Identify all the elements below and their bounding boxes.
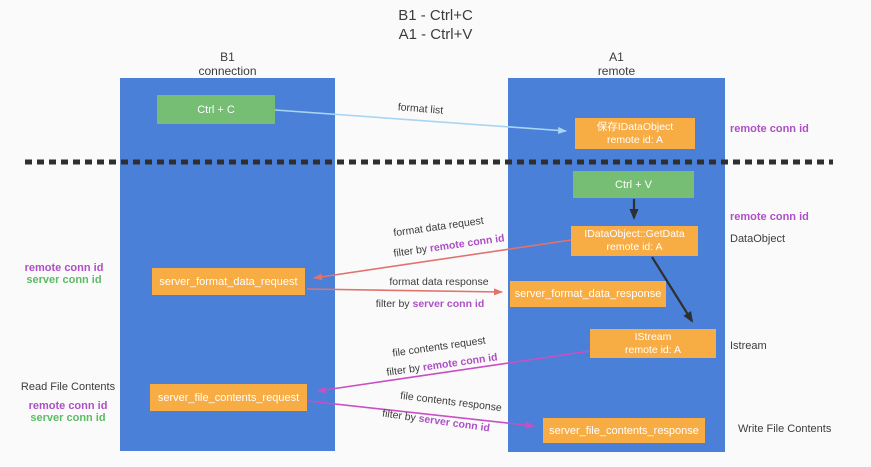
lane-right-name: A1 [609, 50, 624, 64]
title-line-1: B1 - Ctrl+C [398, 7, 473, 24]
label-left-remote-conn-id-bottom: remote conn id [28, 400, 108, 412]
node-server-file-contents-response: server_file_contents_response [543, 418, 705, 443]
node-save-idataobject: 保存IDataObject remote id: A [575, 118, 695, 149]
label-right-remote-conn-id-mid: remote conn id [730, 211, 809, 223]
label-left-remote-conn-id-top: remote conn id [24, 262, 104, 274]
lane-header-left: B1 connection [120, 50, 335, 78]
filter-prefix: filter by [375, 298, 413, 310]
node-server-file-contents-request: server_file_contents_request [150, 384, 307, 411]
node-istream-line1: IStream [634, 330, 672, 343]
node-save-idataobject-line1: 保存IDataObject [596, 120, 674, 133]
arrow-format-list [274, 109, 567, 134]
lane-left-name: B1 [220, 50, 235, 64]
arrow-file-contents-request [317, 350, 591, 394]
lane-right-role: remote [597, 64, 636, 78]
diagram-title: B1 - Ctrl+C A1 - Ctrl+V [0, 6, 871, 44]
node-ctrl-c: Ctrl + C [157, 95, 275, 124]
label-left-server-conn-id-bottom: server conn id [30, 412, 106, 424]
label-left-conn-ids-bottom: remote conn id server conn id [14, 400, 122, 424]
label-dataobject: DataObject [730, 233, 786, 245]
label-right-remote-conn-id-top: remote conn id [730, 123, 809, 135]
label-write-file-contents: Write File Contents [738, 423, 832, 435]
label-left-conn-ids-top: remote conn id server conn id [14, 262, 114, 286]
node-server-format-data-request: server_format_data_request [152, 268, 305, 295]
label-format-data-response: format data response [389, 276, 489, 288]
node-save-idataobject-line2: remote id: A [606, 133, 664, 146]
arrow-format-data-response [306, 288, 503, 296]
node-idataobject-getdata: IDataObject::GetData remote id: A [571, 226, 698, 256]
lane-left-role: connection [198, 64, 257, 78]
node-getdata-line1: IDataObject::GetData [584, 228, 685, 240]
label-format-data-response-filter: filter by server conn id [371, 298, 489, 310]
node-istream: IStream remote id: A [590, 329, 716, 358]
title-line-2: A1 - Ctrl+V [398, 26, 473, 43]
filter-key-server-conn-id: server conn id [412, 298, 485, 310]
node-getdata-line2: remote id: A [606, 241, 663, 253]
lane-header-right: A1 remote [508, 50, 725, 78]
node-istream-line2: remote id: A [624, 343, 682, 356]
label-left-server-conn-id-top: server conn id [26, 274, 102, 286]
arrow-format-data-request [313, 239, 572, 281]
node-ctrl-v: Ctrl + V [573, 171, 694, 198]
label-read-file-contents: Read File Contents [20, 381, 116, 393]
arrow-getdata-to-istream [651, 256, 694, 323]
node-server-format-data-response: server_format_data_response [510, 281, 666, 307]
label-istream: Istream [730, 340, 767, 352]
arrow-file-contents-response [307, 400, 535, 429]
